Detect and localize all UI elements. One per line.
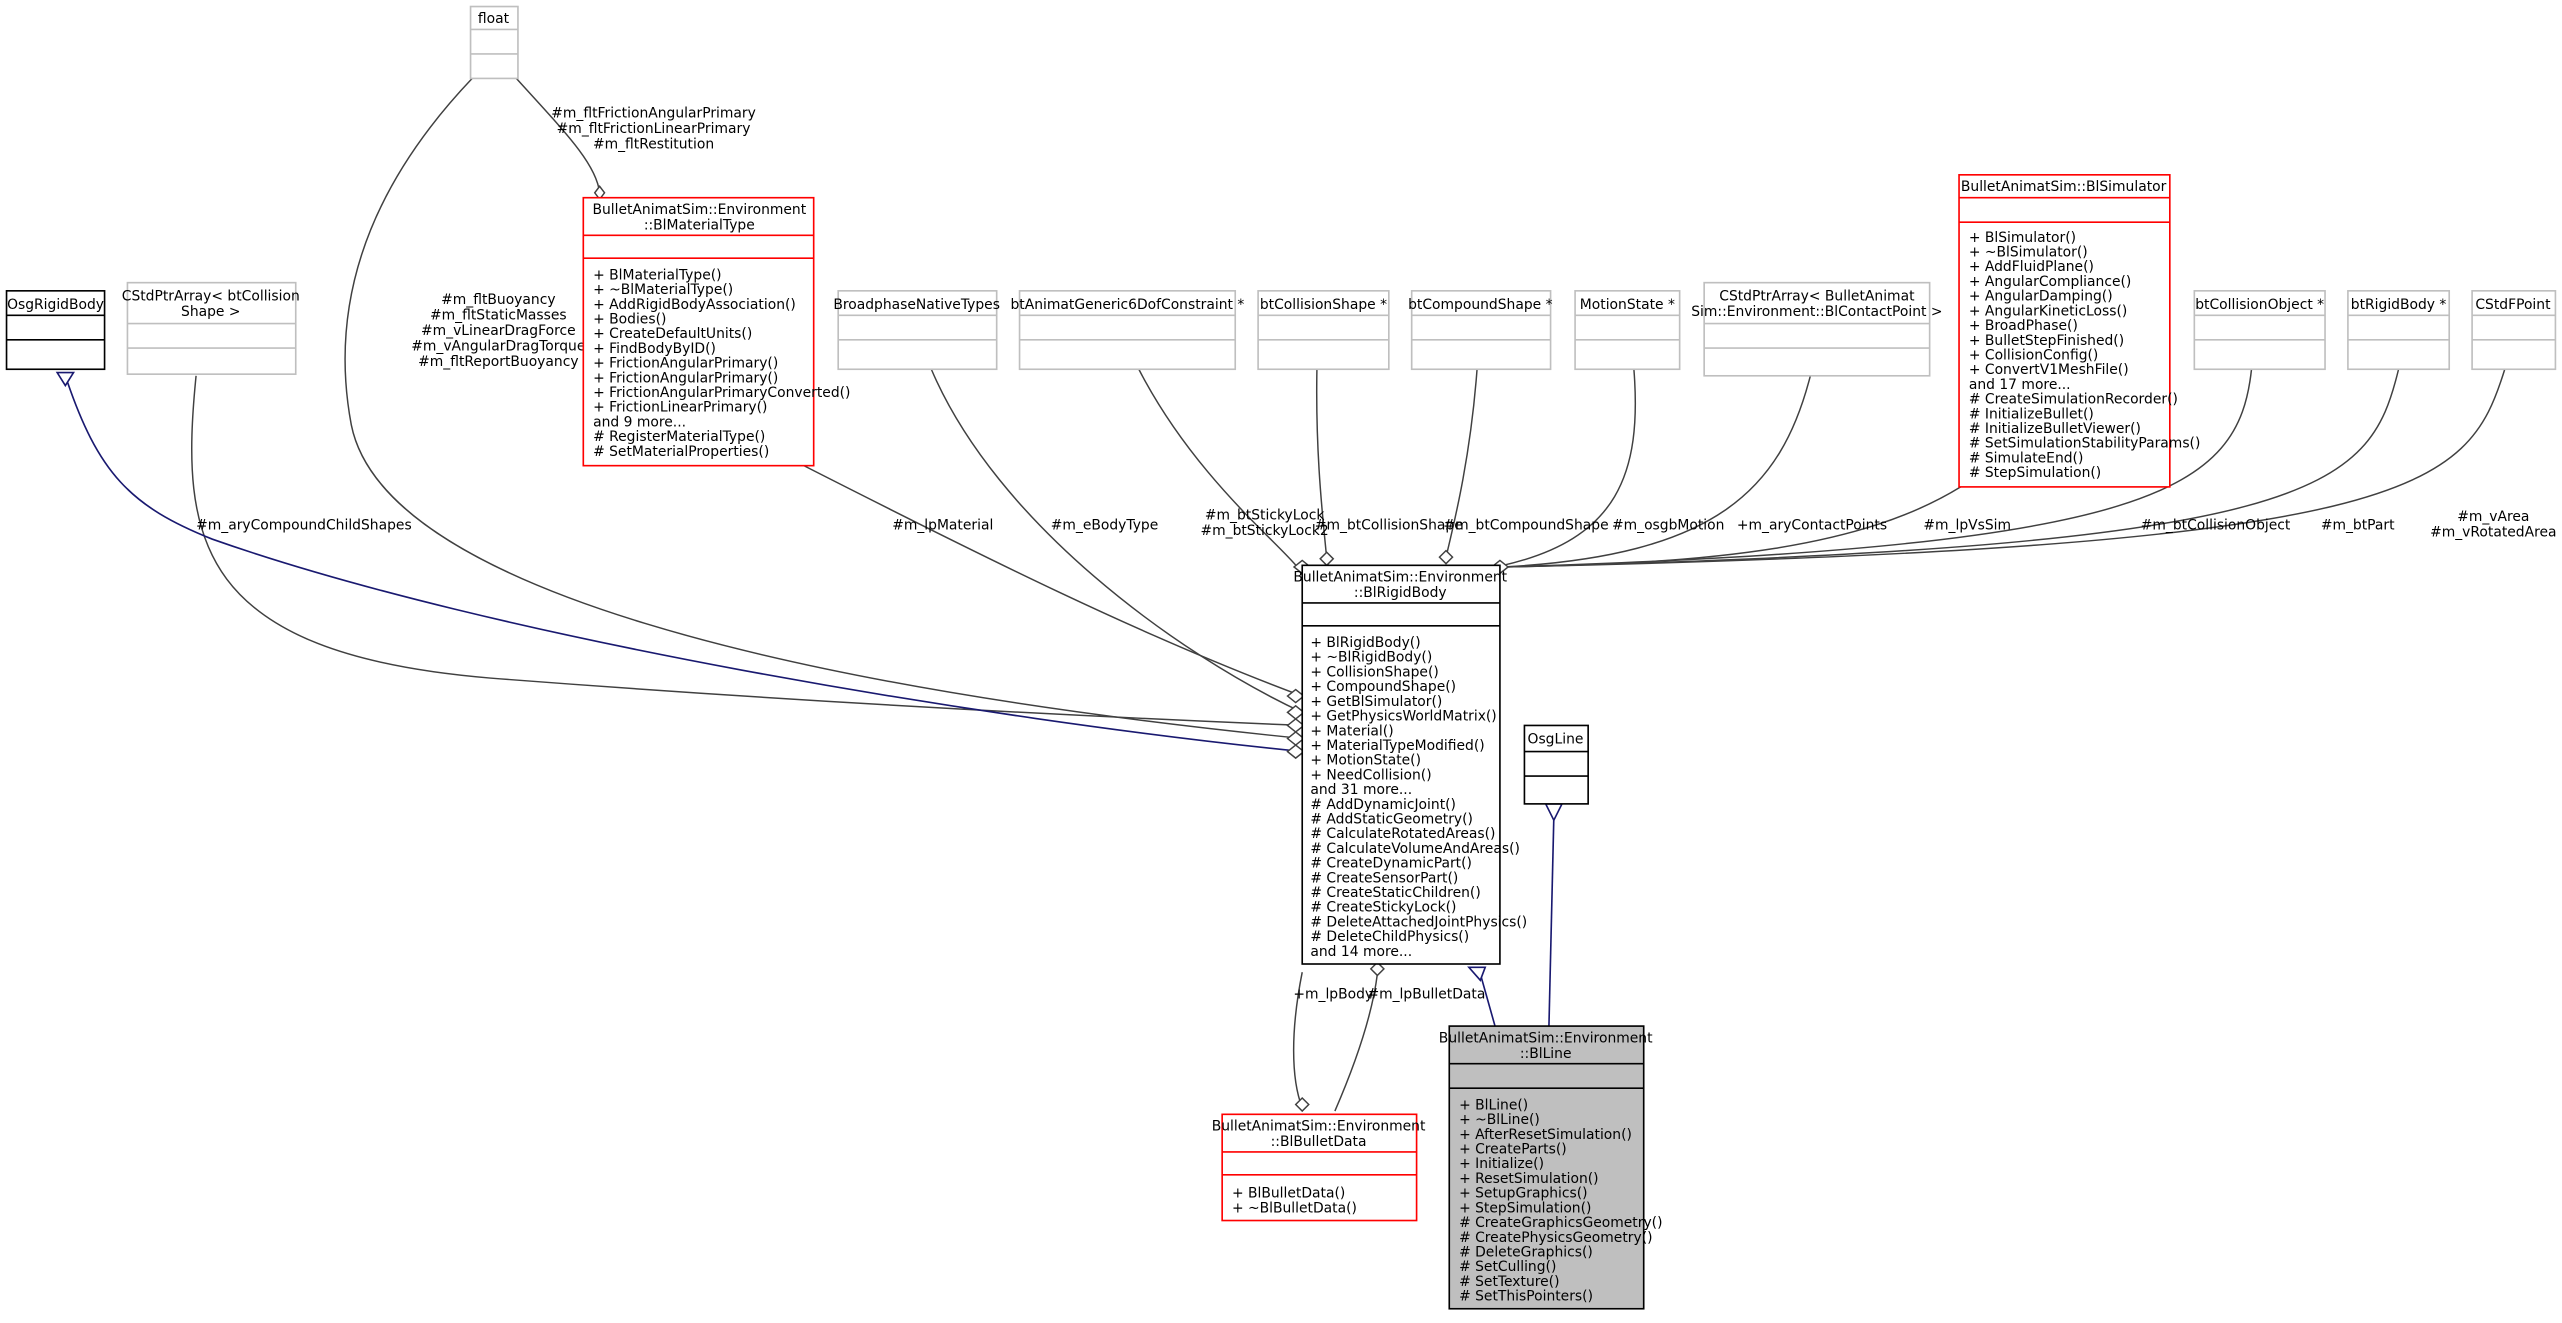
node-members: + BlBulletData() + ~BlBulletData() [1232,1186,1357,1217]
class-node-blsimulator[interactable]: BulletAnimatSim::BlSimulator + BlSimulat… [1958,174,2205,488]
node-members: + BlLine() + ~BlLine() + AfterResetSimul… [1459,1097,1667,1304]
edge-compoundshape-rigidbody [1445,369,1478,558]
diamond-rb-2 [1319,551,1335,567]
class-node-broadphasenativetypes[interactable]: BroadphaseNativeTypes [833,290,1000,371]
class-node-osgrigidbody[interactable]: OsgRigidBody [5,290,106,371]
association-edges [191,77,2506,1112]
edge-sticky-rigidbody [1138,368,1298,568]
label-contactpoints: +m_aryContactPoints [1737,517,1887,533]
label-float-rigidbody: #m_fltBuoyancy#m_fltStaticMasses#m_vLine… [411,292,585,370]
class-node-blbulletdata[interactable]: BulletAnimatSim::Environment::BlBulletDa… [1212,1113,1426,1222]
edge-float-rigidbody [344,77,1303,740]
class-node-float[interactable]: float [469,5,519,80]
label-bodytype: #m_eBodyType [1051,517,1159,533]
node-title: btCollisionShape * [1260,297,1387,313]
node-title: CStdFPoint [2475,297,2551,313]
diamond-rb-3 [1438,549,1454,565]
label-material: #m_lpMaterial [892,517,993,533]
edge-labels: #m_fltFrictionAngularPrimary#m_fltFricti… [196,106,2556,1003]
label-compoundshape: #m_btCompoundShape [1443,517,1608,533]
node-members: + BlRigidBody() + ~BlRigidBody() + Colli… [1310,635,1531,960]
label-float-material: #m_fltFrictionAngularPrimary#m_fltFricti… [551,106,756,153]
node-title: BulletAnimatSim::Environment::BlRigidBod… [1293,570,1507,602]
edge-collisionobject-rigidbody [1503,369,2253,568]
node-title: float [478,11,510,27]
edge-collisionshape-rigidbody [1315,369,1328,559]
label-vssim: #m_lpVsSim [1923,517,2011,533]
edge-rigidbody-blline [1479,973,1496,1027]
edge-btrigidbody-rigidbody [1503,369,2400,568]
edge-compound-childshapes [191,375,1303,727]
edge-osgline-blline [1548,816,1555,1027]
label-lpbody: +m_lpBody [1293,986,1373,1002]
label-stickylock: #m_btStickyLock#m_btStickyLock2 [1200,508,1328,540]
node-members: + BlSimulator() + ~BlSimulator() + AddFl… [1969,230,2205,481]
class-node-btanimatgeneric6dofconstraint[interactable]: btAnimatGeneric6DofConstraint * [1010,290,1244,371]
diamond-rb-bottom [1369,961,1385,977]
node-title: btAnimatGeneric6DofConstraint * [1010,297,1244,313]
label-lpbulletdata: #m_lpBulletData [1367,986,1485,1002]
node-title: BulletAnimatSim::Environment::BlBulletDa… [1212,1119,1426,1151]
edge-osgrigidbody-rigidbody [64,375,1303,753]
inheritance-edges [64,375,1555,1027]
class-node-motionstate[interactable]: MotionState * [1574,290,1681,371]
edge-motionstate-rigidbody [1503,369,1637,567]
diamond-bulletdata [1294,1096,1310,1113]
class-node-blline[interactable]: BulletAnimatSim::Environment::BlLine + B… [1439,1025,1667,1310]
triangle-osgrigidbody [55,371,75,388]
node-members: + BlMaterialType() + ~BlMaterialType() +… [593,267,855,459]
class-node-cstdfpoint[interactable]: CStdFPoint [2471,290,2557,371]
edge-bulletdata-rigidbody [1334,973,1379,1112]
node-title: MotionState * [1580,297,1675,313]
label-collisionshape: #m_btCollisionShape [1315,517,1463,533]
class-node-btcollisionobject[interactable]: btCollisionObject * [2193,290,2326,371]
node-title: BroadphaseNativeTypes [833,297,1000,313]
class-node-blrigidbody[interactable]: BulletAnimatSim::Environment::BlRigidBod… [1293,564,1531,965]
class-node-btrigidbody[interactable]: btRigidBody * [2347,290,2451,371]
node-title: BulletAnimatSim::BlSimulator [1961,179,2167,195]
edge-float-materialtype [515,77,601,193]
triangle-rigidbody [1467,966,1487,982]
class-node-btcollisionshape[interactable]: btCollisionShape * [1257,290,1390,371]
triangle-osgline [1544,803,1564,823]
label-collisionobject: #m_btCollisionObject [2141,517,2291,533]
node-title: btRigidBody * [2351,297,2447,313]
edge-contact-rigidbody [1503,375,1812,568]
edge-rigidbody-bulletdata [1292,972,1303,1109]
node-title: BulletAnimatSim::Environment::BlLine [1439,1030,1653,1062]
edge-materialtype-rigidbody [800,463,1303,697]
class-node-btcompoundshape[interactable]: btCompoundShape * [1408,290,1553,371]
class-node-blmaterialtype[interactable]: BulletAnimatSim::Environment::BlMaterial… [582,196,855,467]
label-btpart: #m_btPart [2321,517,2395,533]
edge-broadphase-rigidbody [930,368,1303,714]
label-osgbmotion: #m_osgbMotion [1612,517,1724,533]
node-title: btCollisionObject * [2195,297,2324,313]
label-area: #m_vArea#m_vRotatedArea [2430,509,2556,541]
node-title: OsgRigidBody [7,297,104,313]
edge-fpoint-rigidbody [1503,369,2506,568]
node-title: OsgLine [1528,731,1584,747]
node-title: btCompoundShape * [1408,297,1552,313]
class-node-osgline[interactable]: OsgLine [1523,724,1589,805]
label-compound-childshapes: #m_aryCompoundChildShapes [196,517,412,533]
node-title: BulletAnimatSim::Environment::BlMaterial… [592,202,806,234]
